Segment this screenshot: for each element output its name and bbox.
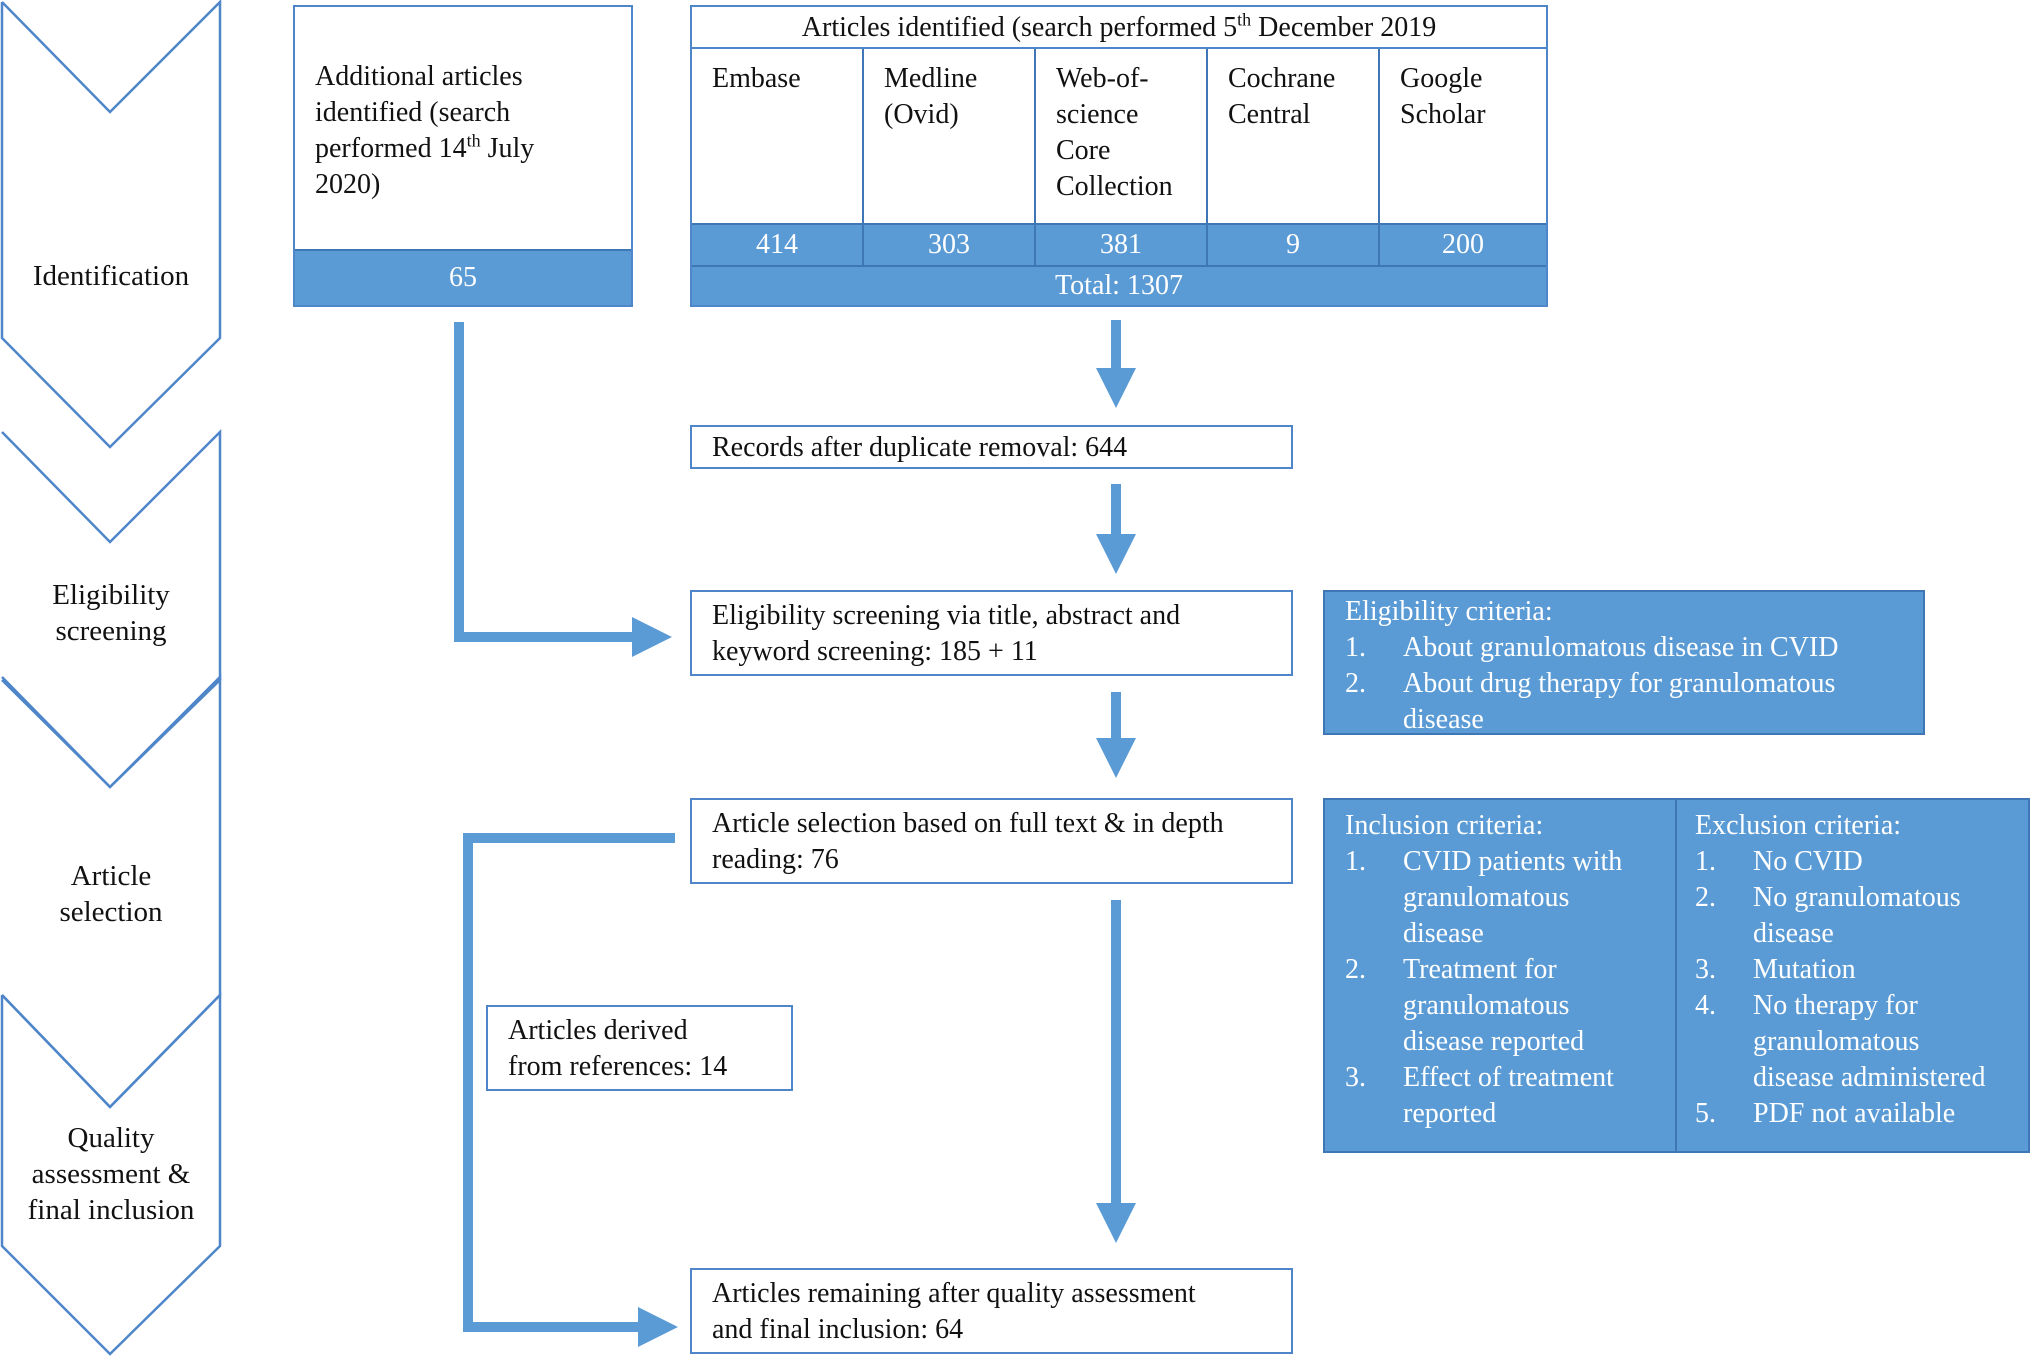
stage-eligibility-screening: Eligibility screening [52,579,170,647]
exclusion-criterion: 3.Mutation [1695,954,1856,985]
stage-identification: Identification [32,260,190,292]
total-count: Total: 1307 [692,265,1546,305]
eligibility-criterion: 1.About granulomatous disease in CVID [1345,632,1839,663]
arrow-identified-to-duplicate-head [1096,368,1136,408]
arrow-selection-horizontal [463,833,675,843]
stage-article-selection: Article selection [59,860,163,928]
references-box: Articles derived from references: 14 [486,1005,793,1091]
arrow-eligibility-to-selection-head [1096,738,1136,778]
stage-quality-assessment: Quality assessment & final inclusion [27,1122,195,1226]
exclusion-criteria: Exclusion criteria: 1.No CVID 2.No granu… [1677,800,2028,1151]
count-google-scholar: 200 [1380,223,1546,265]
arrow-duplicate-to-eligibility [1111,484,1121,536]
exclusion-criterion: 5.PDF not available [1695,1098,1956,1129]
arrow-additional-vertical [454,322,464,642]
count-medline: 303 [864,223,1036,265]
article-selection-box: Article selection based on full text & i… [690,798,1293,884]
count-web-of-science: 381 [1036,223,1208,265]
chevron-quality [0,991,222,1356]
db-web-of-science: Web-of- science Core Collection [1036,49,1208,223]
arrow-selection-to-final-head [1096,1203,1136,1243]
final-inclusion-box: Articles remaining after quality assessm… [690,1268,1293,1354]
duplicate-removal-box: Records after duplicate removal: 644 [690,425,1293,469]
chevron-identification [0,0,222,449]
arrow-additional-horizontal [454,632,636,642]
additional-count: 65 [295,249,631,305]
arrow-final-horizontal [463,1322,641,1332]
identified-title: Articles identified (search performed 5t… [692,7,1546,49]
arrow-additional-head [632,617,672,657]
arrow-selection-to-final [1111,900,1121,1205]
db-embase: Embase [692,49,864,223]
arrow-eligibility-to-selection [1111,692,1121,740]
eligibility-screening-box: Eligibility screening via title, abstrac… [690,590,1293,676]
arrow-selection-vertical [463,833,473,1332]
db-google-scholar: Google Scholar [1400,63,1486,130]
arrow-final-head [638,1307,678,1347]
db-medline: Medline (Ovid) [864,49,1036,223]
eligibility-criteria-box: Eligibility criteria: 1.About granulomat… [1323,590,1925,735]
count-cochrane: 9 [1208,223,1380,265]
count-embase: 414 [692,223,864,265]
db-cochrane: Cochrane Central [1208,49,1380,223]
exclusion-criterion: 1.No CVID [1695,846,1863,877]
articles-identified-box: Articles identified (search performed 5t… [690,5,1548,307]
eligibility-criteria-title: Eligibility criteria: [1345,596,1553,627]
stage-chevrons [0,0,222,1356]
arrow-identified-to-duplicate [1111,320,1121,370]
inclusion-criteria-title: Inclusion criteria: [1345,810,1544,841]
inclusion-criteria: Inclusion criteria: 1.CVID patients with… [1325,800,1677,1151]
arrow-duplicate-to-eligibility-head [1096,534,1136,574]
exclusion-criteria-title: Exclusion criteria: [1695,810,1902,841]
criteria-box: Inclusion criteria: 1.CVID patients with… [1323,798,2030,1153]
additional-articles-box: Additional articles identified (search p… [293,5,633,307]
